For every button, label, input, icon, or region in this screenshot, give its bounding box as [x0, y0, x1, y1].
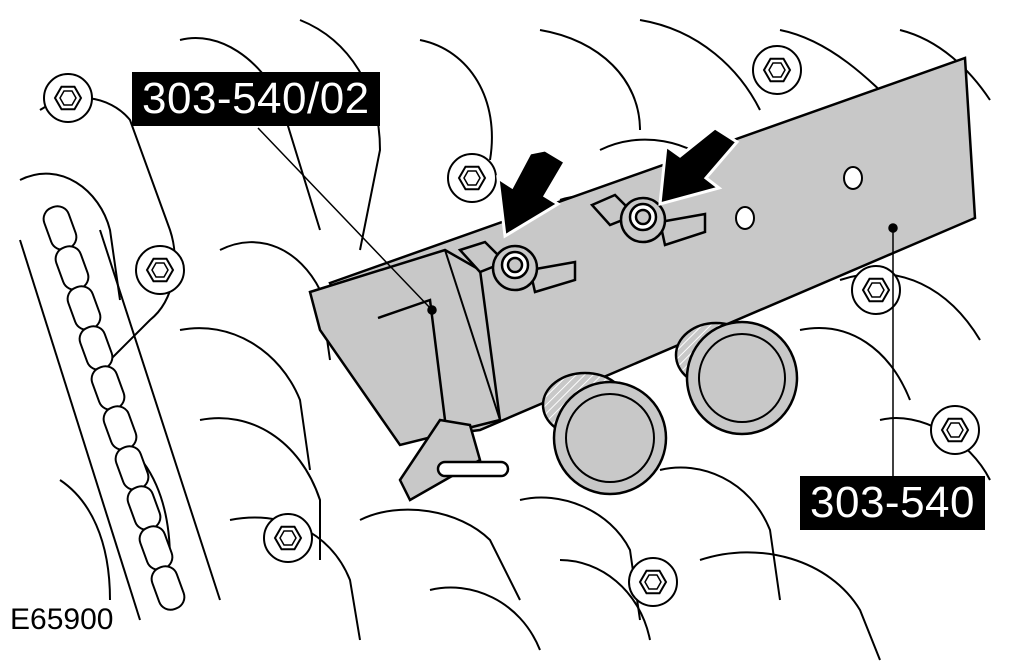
callout-label-tool: 303-540/02 [132, 72, 380, 126]
hex-bolt-icon [628, 557, 678, 607]
leader-lines [257, 127, 898, 476]
rollers [541, 320, 799, 496]
hex-bolt-icon [447, 153, 497, 203]
callout-label-bar: 303-540 [800, 476, 985, 530]
roller-icon [541, 371, 668, 496]
arrow-indicator-icon [658, 126, 740, 207]
wing-nut-icon [589, 193, 707, 247]
tool-block-303-540-02 [308, 248, 510, 502]
figure-id: E65900 [10, 603, 114, 636]
wing-nut-icon [457, 240, 577, 294]
roller-icon [674, 320, 799, 436]
arrow-indicator-icon [496, 148, 568, 239]
hex-bolt-icon [135, 245, 185, 295]
hex-bolt-icon [752, 45, 802, 95]
hex-bolt-icon [930, 405, 980, 455]
hex-bolt-icon [263, 513, 313, 563]
hex-bolt-icon [43, 73, 93, 123]
timing-chain [19, 205, 221, 621]
wing-nuts [457, 193, 707, 294]
indicator-arrows [496, 126, 740, 239]
